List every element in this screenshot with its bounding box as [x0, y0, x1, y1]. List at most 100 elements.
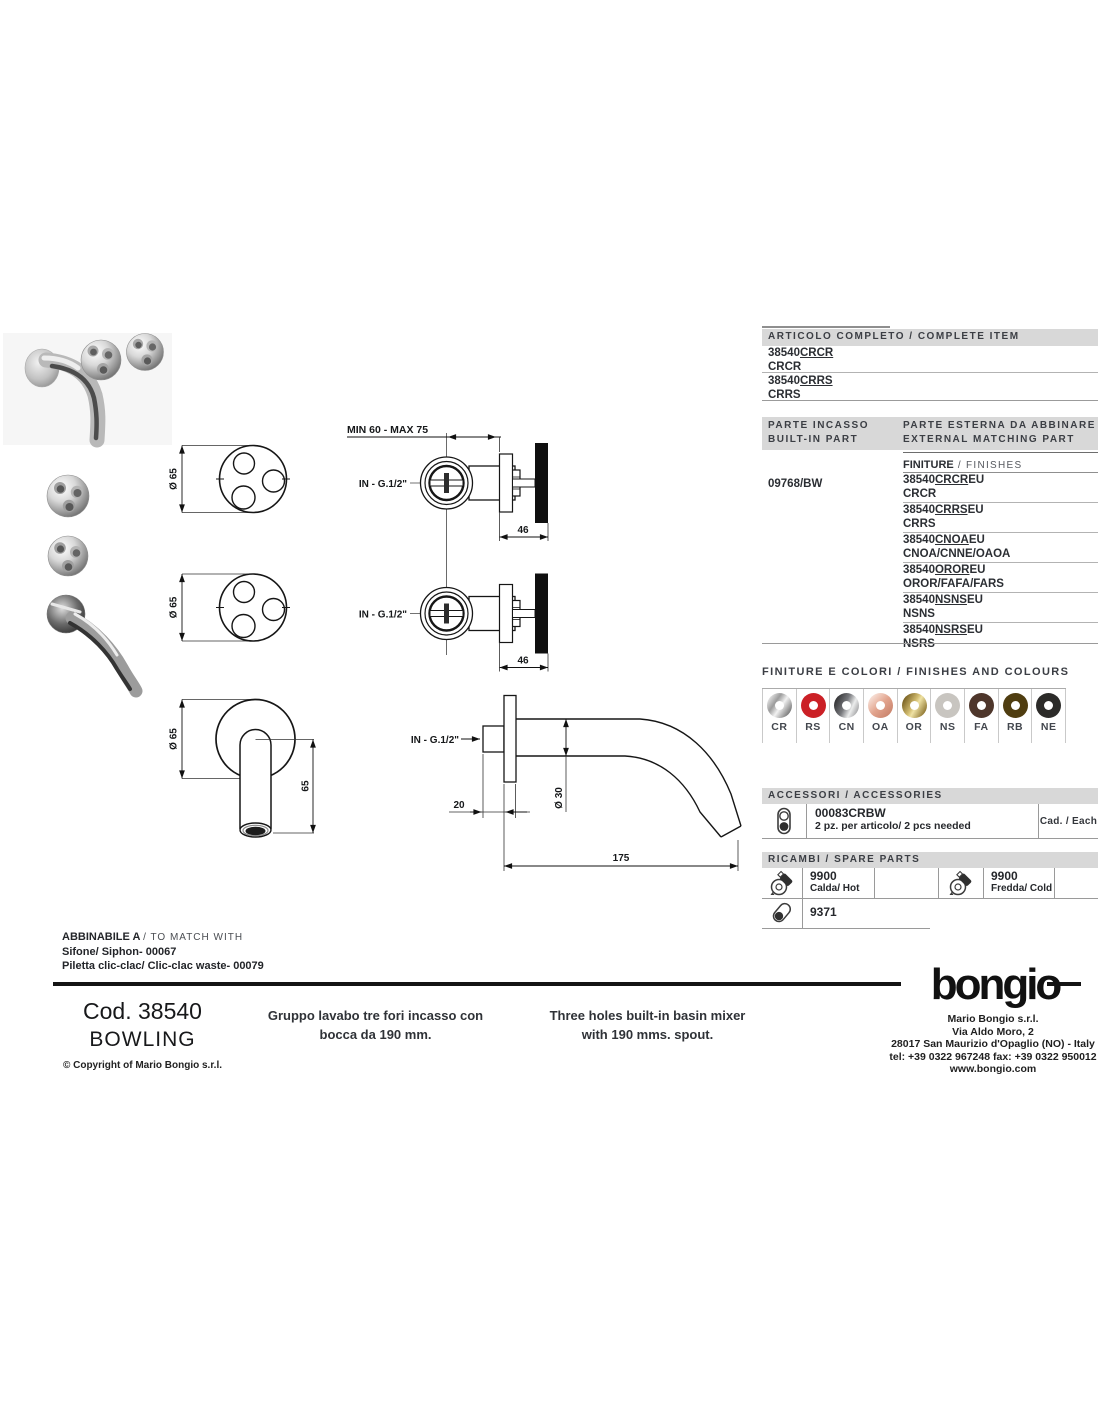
company-street: Via Aldo Moro, 2 [952, 1025, 1034, 1038]
bongio-logo-text: bongio [931, 960, 1062, 1009]
swatch-rs: RS [797, 689, 831, 743]
dim-dia65-spout: Ø 65 [169, 728, 180, 750]
accessory-code: 00083CRBW [815, 806, 886, 820]
photo-knob-d [47, 535, 89, 577]
complete-item-header: ARTICOLO COMPLETO / COMPLETE ITEM [762, 329, 1098, 346]
finish-row: 38540NSNSEU NSNS [903, 592, 1098, 622]
product-code-block: Cod. 38540 BOWLING © Copyright of Mario … [50, 998, 235, 1071]
swatch-ns: NS [931, 689, 966, 743]
spare-part-9371: 9371 [810, 905, 837, 919]
finish-row: 38540NSRSEU NSRS [903, 622, 1098, 652]
finishes-swatch-row: CR RS CN OA OR NS FA RB [762, 689, 1067, 743]
company-name: Mario Bongio s.r.l. [947, 1013, 1039, 1025]
finiture-header-row: FINITURE / FINISHES [903, 452, 1098, 472]
swatch-color-or [901, 693, 927, 718]
svg-text:MIN 60 - MAX 75: MIN 60 - MAX 75 [347, 424, 428, 436]
complete-item-row: 38540CRCR CRCR [762, 346, 1098, 373]
valve-hot-icon [762, 868, 803, 898]
swatch-color-cn [834, 693, 860, 718]
footer-rule-right [1047, 982, 1081, 986]
photo-knob-a [80, 339, 122, 381]
copyright: © Copyright of Mario Bongio s.r.l. [62, 1060, 223, 1071]
match-with-title: ABBINABILE A [62, 931, 141, 943]
spare-parts-row-1: 9900 Calda/ Hot 9900 Fredda/ Cold [762, 868, 1098, 899]
swatch-color-rs [800, 693, 826, 718]
accessory-qty: 2 pz. per articolo/ 2 pcs needed [815, 820, 971, 832]
top-rule [762, 326, 890, 328]
company-phone: tel: +39 0322 967248 fax: +39 0322 95001… [889, 1050, 1097, 1063]
finish-row: 38540OROREU OROR/FAFA/FARS [903, 562, 1098, 592]
swatch-or: OR [898, 689, 932, 743]
footer-rule-left [53, 982, 901, 986]
finish-row: 38540CRRSEU CRRS [903, 502, 1098, 532]
cartridge-icon [762, 804, 807, 839]
company-city: 28017 San Maurizio d'Opaglio (NO) - Ital… [891, 1038, 1095, 1051]
dim-dia65: Ø 65 [169, 468, 180, 490]
swatch-oa: OA [864, 689, 898, 743]
drawing-valve-side: IN - G.1/2" 46 [359, 443, 549, 541]
waste-label: Piletta clic-clac/ Clic-clac waste- [62, 960, 231, 972]
accessories-row: 00083CRBW 2 pz. per articolo/ 2 pcs need… [762, 804, 1098, 839]
spare-part-hot: 9900 Calda/ Hot [803, 868, 875, 898]
drawing-spout-side: IN - G.1/2" Ø 30 20 175 [411, 694, 742, 871]
spare-part-cold: 9900 Fredda/ Cold [984, 868, 1055, 898]
drawing-handle-plan: Ø 65 [169, 444, 290, 514]
product-name: BOWLING [89, 1028, 196, 1051]
item-code-prefix: 38540 [768, 347, 800, 359]
label-inlet-spout: IN - G.1/2" [411, 735, 459, 746]
valve-cold-icon [939, 868, 984, 898]
photo-knob-c [46, 474, 90, 518]
label-inlet: IN - G.1/2" [359, 479, 407, 490]
finishes-rule [762, 688, 1066, 689]
product-code: Cod. 38540 [83, 998, 202, 1024]
spare-parts-header: RICAMBI / SPARE PARTS [762, 852, 1098, 868]
swatch-cn: CN [830, 689, 865, 743]
photo-knob-b [126, 333, 164, 371]
finish-row: 38540CRCREU CRCR [903, 472, 1098, 502]
built-in-code: 09768/BW [768, 478, 823, 490]
accessories-header: ACCESSORI / ACCESSORIES [762, 788, 1098, 804]
finish-row: 38540CNOAEU CNOA/CNNE/OAOA [903, 532, 1098, 562]
match-with-block: ABBINABILE A / TO MATCH WITH Sifone/ Sip… [62, 931, 264, 972]
swatch-color-rb [1002, 693, 1028, 718]
siphon-label: Sifone/ Siphon- [62, 946, 143, 958]
swatch-fa: FA [965, 689, 999, 743]
dim-dia30: Ø 30 [554, 787, 565, 809]
dim-46: 46 [517, 525, 529, 536]
table-bottom-rule [762, 643, 1098, 644]
dim-min-max: MIN 60 - MAX 75 [347, 424, 501, 452]
description-english: Three holes built-in basin mixer with 19… [549, 1008, 746, 1042]
swatch-ne: NE [1032, 689, 1067, 743]
swatch-color-ne [1036, 693, 1062, 718]
spare-empty-cell [1055, 868, 1098, 898]
complete-item-row: 38540CRRS CRRS [762, 374, 1098, 401]
photo-spout-2 [46, 594, 143, 698]
company-address: Mario Bongio s.r.l. Via Aldo Moro, 2 280… [888, 1013, 1098, 1076]
item-code-finish: CRCR [799, 347, 834, 359]
accessory-each: Cad. / Each [1038, 804, 1098, 839]
dim-20: 20 [453, 800, 465, 811]
spare-empty-cell [875, 868, 939, 898]
capsule-part-icon [762, 899, 803, 928]
swatch-color-fa [968, 693, 994, 718]
bongio-logo: bongio [931, 960, 1065, 1009]
finishes-table: FINITURE / FINISHES 38540CRCREU CRCR 385… [903, 452, 1098, 652]
item-finish: CRRS [768, 388, 801, 401]
description-italian: Gruppo lavabo tre fori incasso con bocca… [267, 1008, 484, 1042]
dim-175: 175 [613, 853, 630, 864]
drawing-spout-front: Ø 65 65 [169, 698, 316, 838]
spare-parts-row-2: 9371 [762, 899, 930, 929]
technical-drawings: Ø 65 IN - G.1/2" [3, 333, 742, 871]
swatch-color-cr [766, 693, 792, 718]
swatch-color-ns [935, 693, 961, 718]
accessory-info: 00083CRBW 2 pz. per articolo/ 2 pcs need… [815, 806, 971, 833]
dim-65: 65 [301, 780, 312, 792]
swatch-cr: CR [762, 689, 797, 743]
swatch-rb: RB [999, 689, 1033, 743]
swatch-color-oa [867, 693, 893, 718]
company-website: www.bongio.com [949, 1063, 1037, 1076]
